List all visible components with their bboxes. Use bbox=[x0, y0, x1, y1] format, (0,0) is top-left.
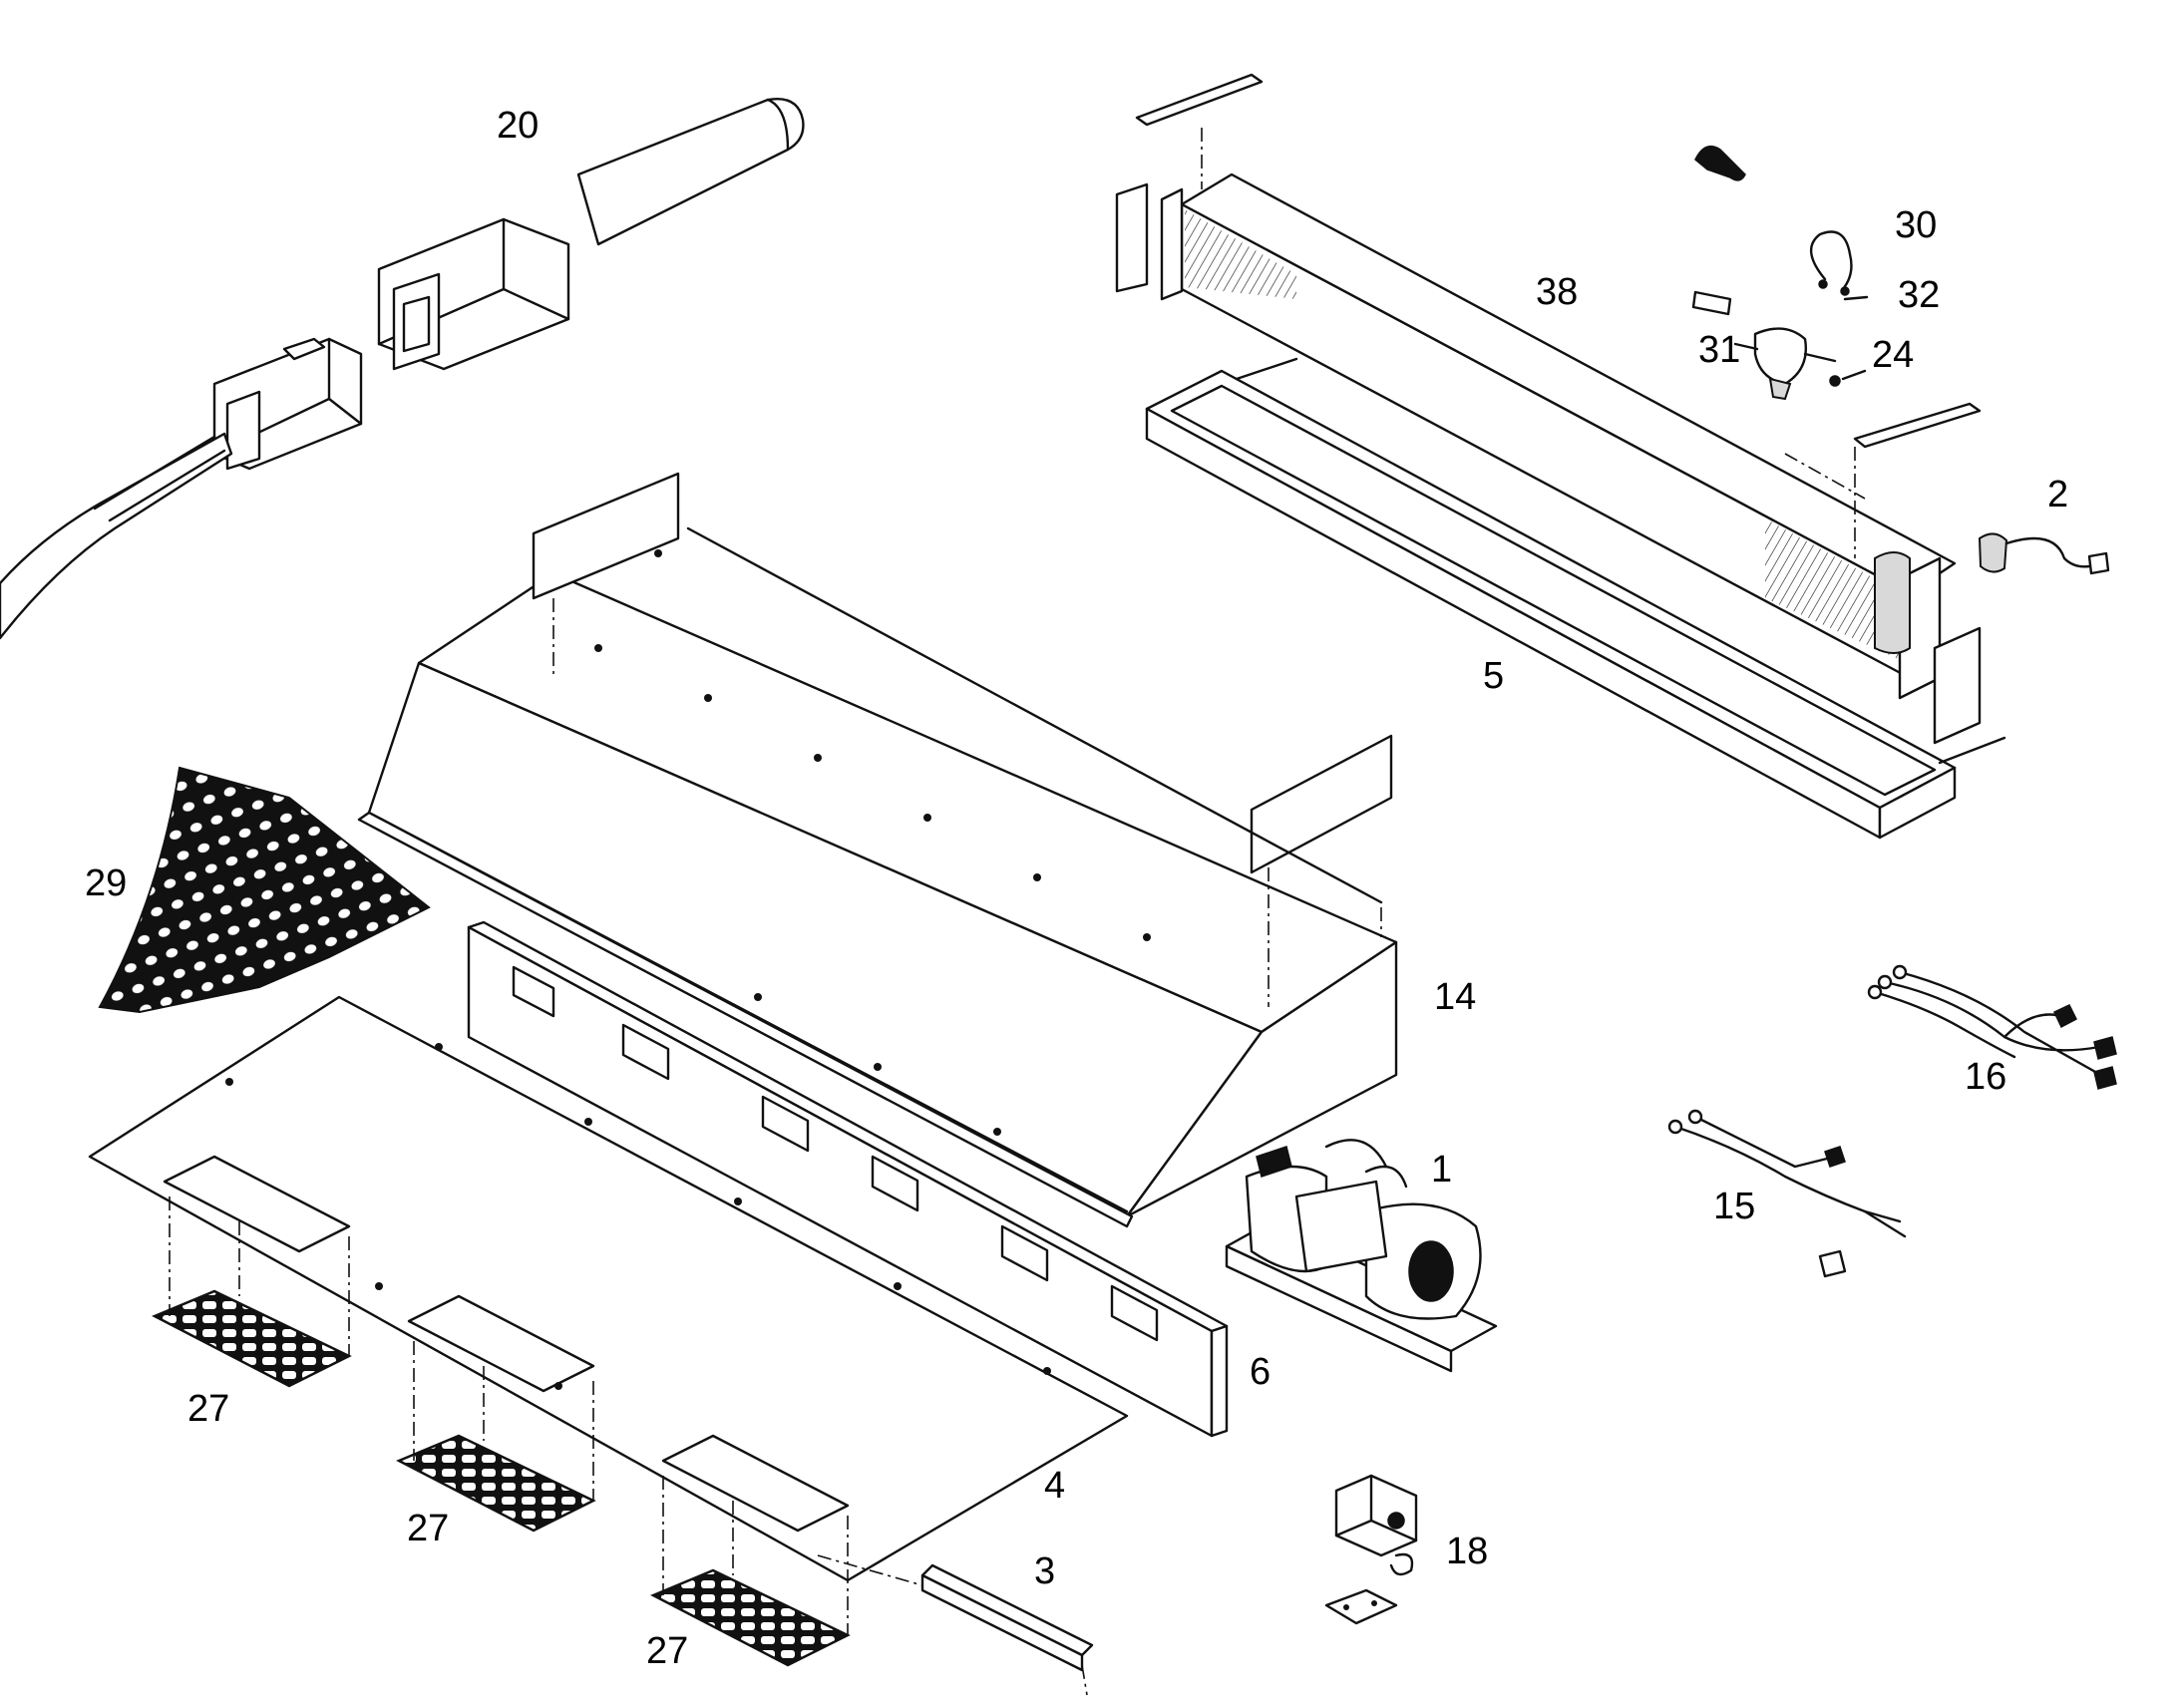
callout-24: 24 bbox=[1872, 334, 1914, 376]
clip-detail bbox=[1694, 145, 1746, 181]
callout-3: 3 bbox=[1034, 1550, 1055, 1592]
callout-30: 30 bbox=[1895, 204, 1937, 246]
part-16-harness bbox=[1867, 964, 2117, 1090]
callout-27-b: 27 bbox=[407, 1508, 449, 1549]
callout-2: 2 bbox=[2047, 474, 2068, 515]
callout-27-a: 27 bbox=[187, 1388, 229, 1430]
part-38-evaporator-coil bbox=[1115, 73, 1982, 745]
callout-14: 14 bbox=[1434, 976, 1476, 1018]
part-4-base-plate bbox=[88, 995, 1129, 1582]
part-14-housing bbox=[357, 472, 1398, 1228]
part-3-bracket bbox=[817, 1554, 1094, 1696]
callout-32: 32 bbox=[1898, 274, 1940, 316]
part-2-pressure-switch bbox=[1978, 532, 2110, 575]
part-29-filter-mesh bbox=[98, 766, 431, 1014]
part-15-harness bbox=[1667, 1109, 1907, 1278]
callout-1: 1 bbox=[1431, 1149, 1452, 1191]
part-30-sensor-bulb bbox=[1810, 230, 1853, 296]
part-1-blower bbox=[1225, 1139, 1498, 1373]
part-31-expansion-valve bbox=[1691, 290, 1837, 401]
part-20-connector-assembly bbox=[0, 98, 805, 640]
callout-31: 31 bbox=[1698, 329, 1740, 371]
callout-20: 20 bbox=[497, 105, 539, 147]
callout-29: 29 bbox=[85, 862, 127, 904]
part-27-louver-1 bbox=[152, 1196, 352, 1388]
callout-27-c: 27 bbox=[646, 1630, 688, 1672]
part-27-louver-3 bbox=[650, 1476, 851, 1667]
callout-6: 6 bbox=[1250, 1351, 1271, 1393]
part-27-louver-2 bbox=[396, 1341, 596, 1533]
part-24-fitting bbox=[1829, 369, 1867, 387]
part-18-switch bbox=[1324, 1474, 1418, 1625]
callout-16: 16 bbox=[1965, 1056, 2006, 1098]
callout-4: 4 bbox=[1044, 1465, 1065, 1507]
part-32-fitting bbox=[1843, 295, 1869, 301]
part-5-drain-pan bbox=[1145, 357, 2006, 840]
callout-18: 18 bbox=[1446, 1531, 1488, 1572]
callout-15: 15 bbox=[1713, 1186, 1755, 1227]
callout-38: 38 bbox=[1536, 271, 1578, 313]
callout-5: 5 bbox=[1483, 655, 1504, 697]
